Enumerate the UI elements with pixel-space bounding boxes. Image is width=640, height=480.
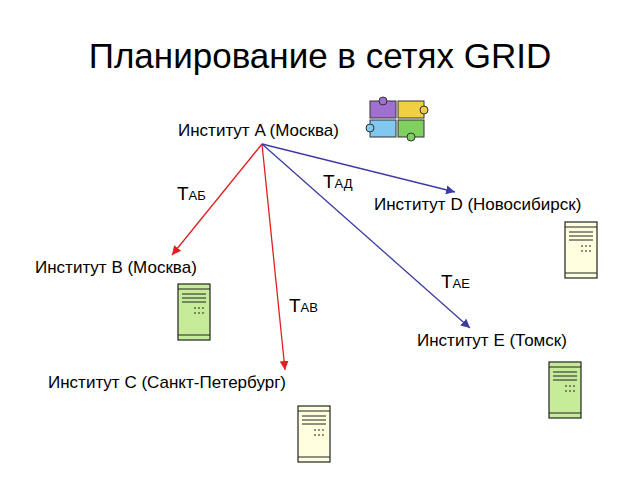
institute-node: Институт A (Москва) [176,120,341,142]
institute-node: Институт C (Санкт-Петербург) [46,372,288,394]
institute-node: Институт B (Москва) [33,257,199,279]
server-icon [549,362,581,418]
institute-node: Институт D (Новосибирск) [372,194,583,216]
node-text: Институт B (Москва) [35,258,197,278]
server-icon [565,222,597,278]
server-icon [178,284,210,340]
transfer-time-label: ТАД [322,172,354,194]
transfer-arrow [262,144,285,370]
puzzle-icon [366,97,428,141]
node-text: Институт A (Москва) [178,121,339,141]
server-icon [298,406,330,462]
transfer-arrow [262,144,455,192]
slide-title: Планирование в сетях GRID [0,36,640,76]
node-text: Институт E (Томск) [417,331,567,351]
transfer-time-label: ТАВ [288,296,319,318]
transfer-arrow [172,144,262,255]
transfer-time-label: ТАЕ [440,272,471,294]
institute-node: Институт E (Томск) [415,330,569,352]
node-text: Институт C (Санкт-Петербург) [48,373,286,393]
transfer-arrow [262,144,470,328]
node-text: Институт D (Новосибирск) [374,195,581,215]
transfer-time-label: ТАБ [176,184,207,206]
